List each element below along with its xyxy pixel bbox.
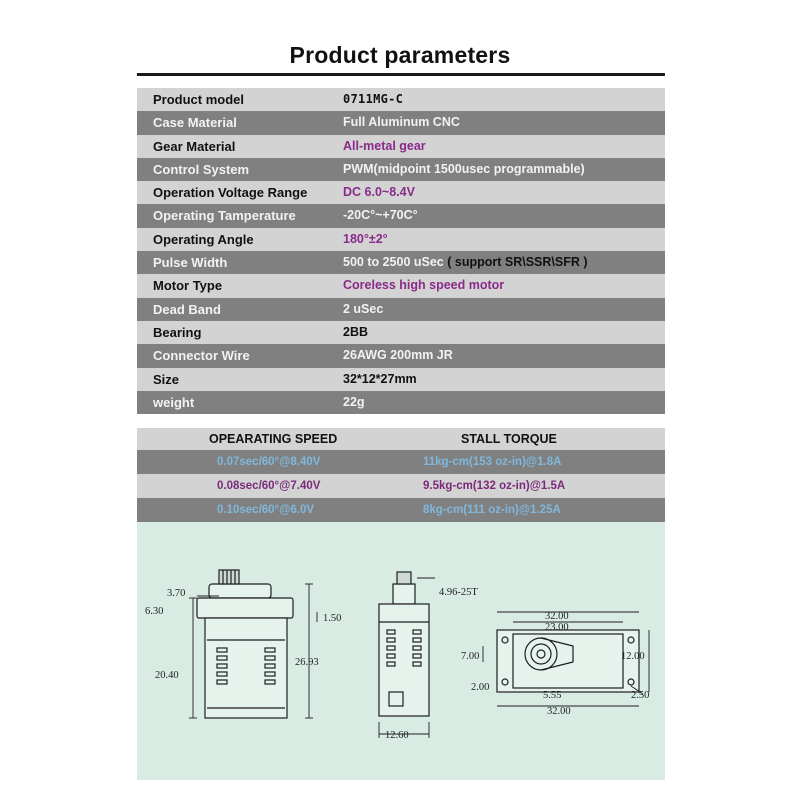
spec-row-control-system: Control System PWM(midpoint 1500usec pro… [137, 157, 665, 182]
torque-value: 11kg-cm(153 oz-in)@1.8A [423, 456, 562, 468]
spec-value-main: 500 to 2500 uSec [343, 255, 444, 270]
dim-label: 12.00 [621, 651, 645, 662]
spec-value-extra: ( support SR\SSR\SFR ) [447, 255, 588, 270]
spec-value: 2BB [343, 324, 369, 339]
spec-table: Product model 0711MG-C Case Material Ful… [137, 88, 665, 415]
dim-label: 20.40 [155, 670, 179, 681]
torque-value: 9.5kg-cm(132 oz-in)@1.5A [423, 480, 566, 492]
spec-value: 2 uSec [343, 301, 384, 316]
torque-header: STALL TORQUE [461, 432, 557, 446]
spec-label: Operating Angle [153, 231, 254, 247]
spec-value: 180°±2° [343, 231, 388, 246]
dim-label: 2.00 [471, 682, 489, 693]
performance-row: 0.08sec/60°@7.40V 9.5kg-cm(132 oz-in)@1.… [137, 474, 665, 498]
performance-row: 0.10sec/60°@6.0V 8kg-cm(111 oz-in)@1.25A [137, 498, 665, 522]
spec-row-temperature: Operating Tamperature -20C°~+70C° [137, 204, 665, 228]
spec-label: Control System [153, 161, 250, 177]
spec-value: 0711MG-C [343, 92, 404, 106]
spec-row-pulse-width: Pulse Width 500 to 2500 uSec ( support S… [137, 251, 665, 275]
spec-label: weight [153, 394, 195, 410]
performance-header: OPEARATING SPEED STALL TORQUE [137, 428, 665, 450]
spec-row-weight: weight 22g [137, 390, 665, 415]
spec-row-gear-material: Gear Material All-metal gear [137, 134, 665, 158]
spec-row-connector-wire: Connector Wire 26AWG 200mm JR [137, 344, 665, 368]
technical-drawing: 3.70 6.30 1.50 20.40 26.93 4.96-25T 12.6… [137, 522, 665, 780]
dim-label: 12.60 [385, 730, 409, 741]
spec-value: DC 6.0~8.4V [343, 185, 415, 200]
speed-value: 0.10sec/60°@6.0V [217, 504, 315, 516]
torque-value: 8kg-cm(111 oz-in)@1.25A [423, 504, 561, 516]
spec-row-product-model: Product model 0711MG-C [137, 88, 665, 112]
front-view-servo [378, 571, 430, 717]
spec-label: Dead Band [153, 301, 221, 317]
spec-value: -20C°~+70C° [343, 208, 418, 223]
spec-value: PWM(midpoint 1500usec programmable) [343, 161, 585, 176]
dim-label: 1.50 [323, 613, 341, 624]
dim-label: 32.00 [547, 706, 571, 717]
speed-value: 0.07sec/60°@8.40V [217, 456, 321, 468]
dim-label: 32.00 [545, 611, 569, 622]
spec-value: 22g [343, 394, 365, 409]
dim-label: 7.00 [461, 651, 479, 662]
speed-header: OPEARATING SPEED [209, 432, 338, 446]
side-view-servo [196, 569, 294, 719]
top-view-servo [496, 629, 640, 693]
spec-value: 500 to 2500 uSec ( support SR\SSR\SFR ) [343, 251, 588, 274]
dim-label: 3.70 [167, 588, 185, 599]
performance-table: OPEARATING SPEED STALL TORQUE 0.07sec/60… [137, 428, 665, 522]
spec-value: All-metal gear [343, 138, 426, 153]
spec-value: Full Aluminum CNC [343, 115, 460, 130]
dim-label: 4.96-25T [439, 587, 478, 598]
spec-label: Operation Voltage Range [153, 185, 308, 201]
spec-row-voltage: Operation Voltage Range DC 6.0~8.4V [137, 181, 665, 205]
spec-label: Gear Material [153, 138, 236, 154]
dim-label: 5.55 [543, 690, 561, 701]
spec-label: Pulse Width [153, 255, 228, 271]
title-divider [137, 73, 665, 76]
spec-label: Product model [153, 92, 245, 107]
spec-value: 26AWG 200mm JR [343, 348, 453, 363]
spec-label: Case Material [153, 115, 237, 131]
page-title: Product parameters [289, 42, 511, 68]
spec-row-dead-band: Dead Band 2 uSec [137, 297, 665, 321]
dim-label: 6.30 [145, 606, 163, 617]
dimension-lines [189, 577, 650, 738]
spec-label: Bearing [153, 324, 202, 340]
spec-label: Operating Tamperature [153, 208, 296, 224]
spec-row-motor-type: Motor Type Coreless high speed motor [137, 274, 665, 298]
spec-value: 32*12*27mm [343, 371, 417, 386]
speed-value: 0.08sec/60°@7.40V [217, 480, 321, 492]
performance-row: 0.07sec/60°@8.40V 11kg-cm(153 oz-in)@1.8… [137, 450, 665, 474]
spec-row-angle: Operating Angle 180°±2° [137, 227, 665, 252]
spec-value: Coreless high speed motor [343, 278, 505, 293]
spec-row-size: Size 32*12*27mm [137, 367, 665, 391]
dim-label: 2.50 [631, 690, 649, 701]
spec-row-bearing: Bearing 2BB [137, 320, 665, 345]
spec-label: Connector Wire [153, 348, 250, 364]
spec-label: Motor Type [153, 278, 223, 294]
spec-label: Size [153, 371, 180, 387]
dim-label: 26.93 [295, 657, 319, 668]
drawing-svg: 3.70 6.30 1.50 20.40 26.93 4.96-25T 12.6… [145, 569, 650, 741]
spec-row-case-material: Case Material Full Aluminum CNC [137, 111, 665, 135]
dim-label: 23.00 [545, 622, 569, 633]
